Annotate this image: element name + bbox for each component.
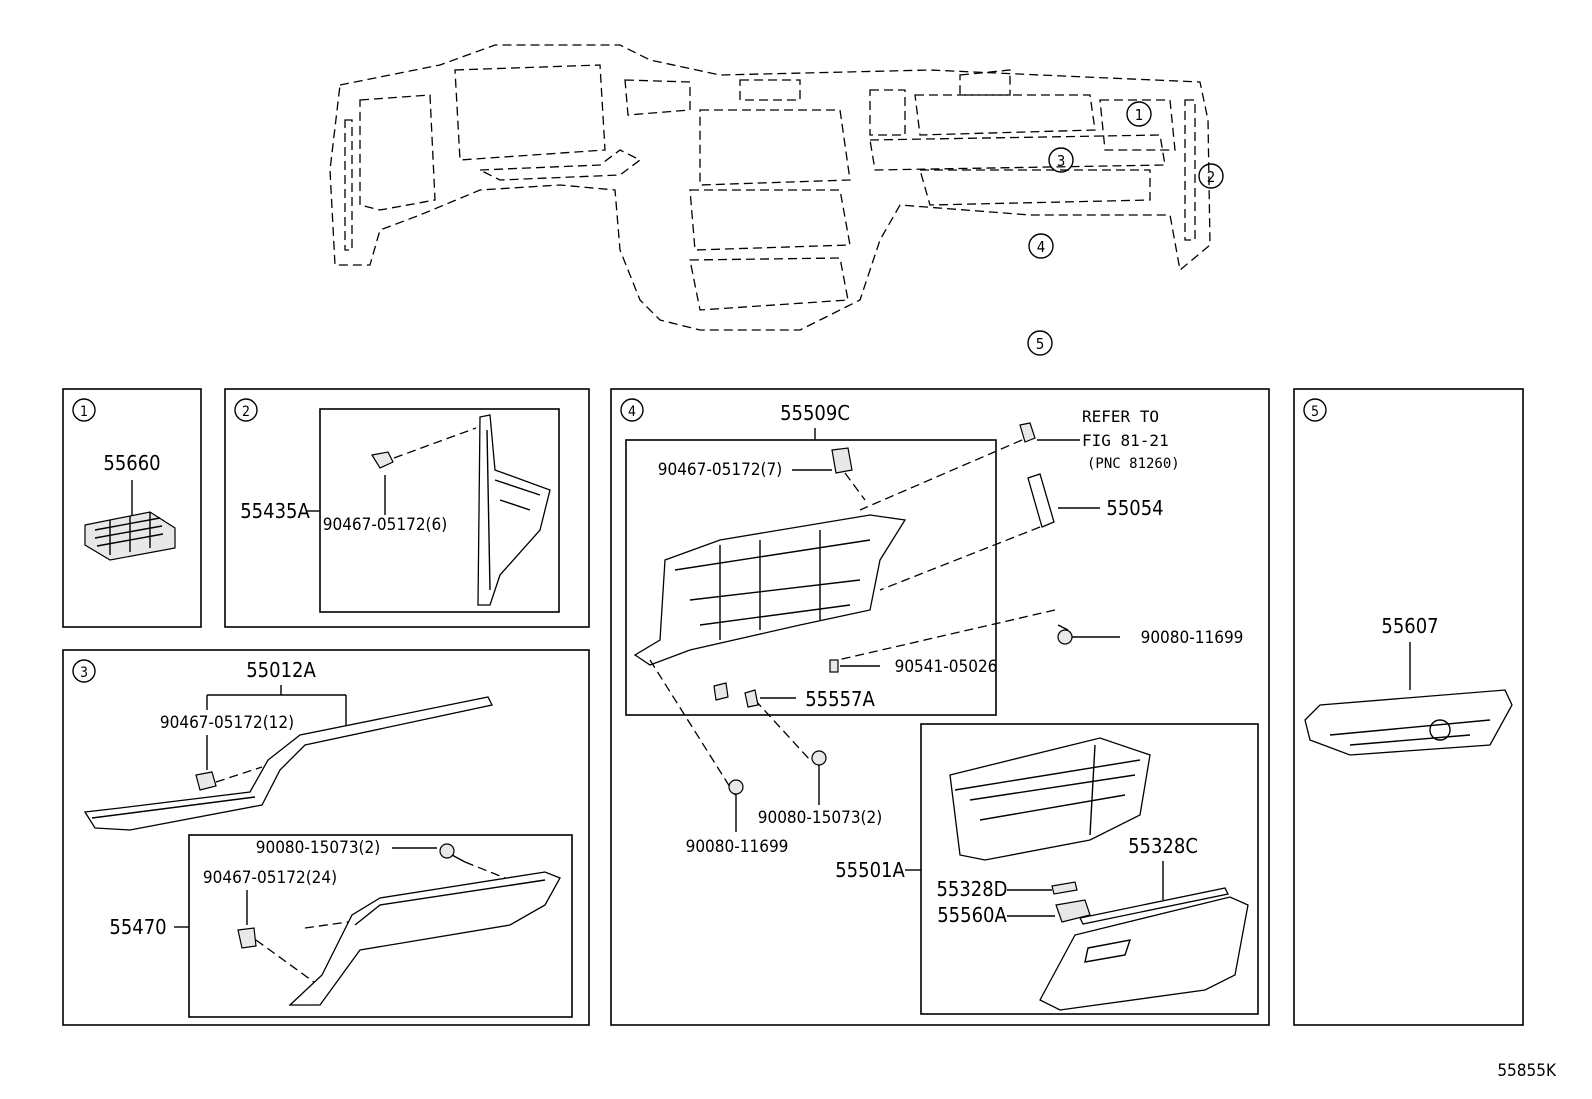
latch-icon <box>713 682 729 701</box>
panel-4-number: 4 <box>628 404 636 420</box>
diagram-code: 55855K <box>1497 1061 1557 1081</box>
part-55501A-label: 55501A <box>835 858 905 882</box>
svg-text:2: 2 <box>1207 168 1216 186</box>
clip-icon <box>195 771 217 791</box>
panel-1-number: 1 <box>80 404 88 420</box>
part-55435A-side-panel <box>477 414 551 606</box>
part-90467-05172-24-label: 90467-05172(24) <box>203 868 337 888</box>
refer-line-3: (PNC 81260) <box>1087 456 1180 472</box>
panel-2-number: 2 <box>242 404 250 420</box>
screw-icon <box>811 750 827 766</box>
part-55054-damper <box>1027 473 1055 528</box>
part-90467-05172-12-label: 90467-05172(12) <box>160 713 294 733</box>
part-90467-05172-6-label: 90467-05172(6) <box>323 515 447 535</box>
clip-icon <box>831 447 853 474</box>
panel-3: 3 55012A 90467-05172(12) 90080-15073(2) … <box>62 649 590 1026</box>
part-55012A-trim-strip <box>83 696 493 831</box>
refer-line-2: FIG 81-21 <box>1082 431 1169 450</box>
screw-icon <box>1057 624 1073 645</box>
panel-5-number: 5 <box>1311 404 1319 420</box>
part-55328D-label: 55328D <box>936 877 1007 901</box>
bumper-icon <box>1051 881 1078 895</box>
dash-callout-3: 3 <box>1048 147 1074 173</box>
screw-icon <box>728 779 744 795</box>
panel-1: 1 55660 <box>62 388 202 628</box>
part-55509C-glovebox-frame <box>633 514 907 666</box>
svg-text:1: 1 <box>1135 106 1144 124</box>
dash-callout-4: 4 <box>1028 233 1054 259</box>
part-55660-label: 55660 <box>103 451 160 475</box>
part-55501A-glovebox-bin <box>949 737 1151 861</box>
svg-text:5: 5 <box>1036 335 1045 353</box>
part-55607-lower-cover <box>1304 689 1513 756</box>
panel-2: 2 55435A 90467-05172(6) <box>224 388 590 628</box>
part-90080-11699-right-label: 90080-11699 <box>1141 628 1244 648</box>
panel-4: 4 55509C 90467-05172(7) REFER TO FIG 81-… <box>610 388 1270 1026</box>
panel-3-number: 3 <box>80 665 88 681</box>
clip-icon <box>744 689 759 708</box>
part-90080-15073-2-right-label: 90080-15073(2) <box>758 808 882 828</box>
refer-line-1: REFER TO <box>1082 407 1159 426</box>
dash-callout-1: 1 <box>1126 101 1152 127</box>
svg-text:3: 3 <box>1057 152 1066 170</box>
dash-callout-2: 2 <box>1198 163 1224 189</box>
part-55328C-label: 55328C <box>1128 834 1198 858</box>
instrument-panel-outline <box>329 44 1211 331</box>
dash-callout-5: 5 <box>1027 330 1053 356</box>
part-55470-label: 55470 <box>109 915 166 939</box>
screw-icon <box>439 843 466 863</box>
lock-handle-icon <box>1055 899 1091 923</box>
part-90467-05172-7-label: 90467-05172(7) <box>658 460 782 480</box>
bolt-icon <box>1019 422 1036 443</box>
part-90080-15073-2-label: 90080-15073(2) <box>256 838 380 858</box>
part-55054-label: 55054 <box>1106 496 1163 520</box>
stopper-icon <box>829 659 839 673</box>
panel-5: 5 55607 <box>1293 388 1524 1026</box>
part-55328C-strip <box>1079 887 1229 925</box>
part-55607-label: 55607 <box>1381 614 1438 638</box>
part-55660-register <box>84 511 176 561</box>
part-55470-lower-panel <box>288 871 561 1006</box>
part-glovebox-door <box>1039 896 1249 1011</box>
part-90080-11699-left-label: 90080-11699 <box>686 837 789 857</box>
svg-text:4: 4 <box>1037 238 1046 256</box>
part-55557A-label: 55557A <box>805 687 875 711</box>
part-55012A-label: 55012A <box>246 658 316 682</box>
part-55435A-label: 55435A <box>240 499 310 523</box>
part-55509C-label: 55509C <box>780 401 850 425</box>
part-55560A-label: 55560A <box>937 903 1007 927</box>
clip-icon <box>237 927 257 949</box>
dash-callouts: 1 2 3 4 5 <box>1027 101 1224 356</box>
part-90541-05026-label: 90541-05026 <box>895 657 998 677</box>
clip-icon <box>371 451 394 469</box>
